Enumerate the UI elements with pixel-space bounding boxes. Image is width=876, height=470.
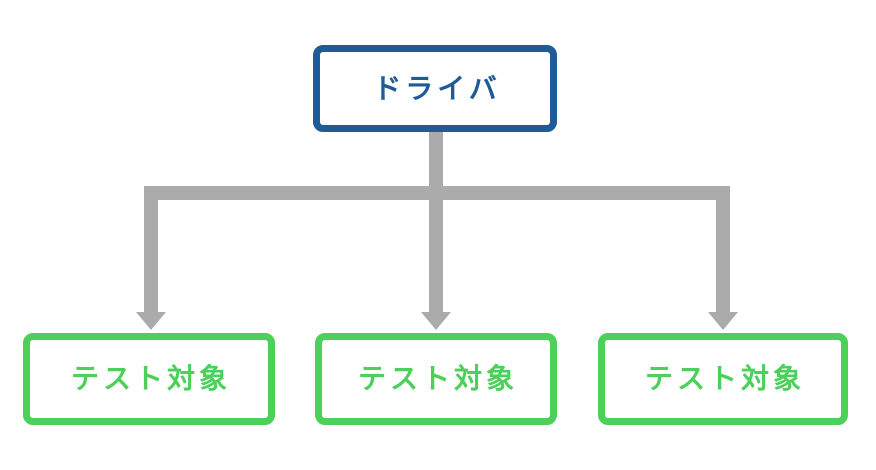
- node-test-target-1: テスト対象: [23, 333, 275, 425]
- arrow-down-icon: [708, 312, 738, 330]
- arrow-down-icon: [421, 312, 451, 330]
- node-test-target-2: テスト対象: [315, 333, 557, 425]
- arrow-down-icon: [136, 312, 166, 330]
- node-test-target-3: テスト対象: [598, 333, 848, 425]
- connector-vertical-right: [716, 186, 730, 312]
- connector-vertical-center: [429, 132, 443, 312]
- node-driver: ドライバ: [313, 45, 557, 132]
- connector-vertical-left: [144, 186, 158, 312]
